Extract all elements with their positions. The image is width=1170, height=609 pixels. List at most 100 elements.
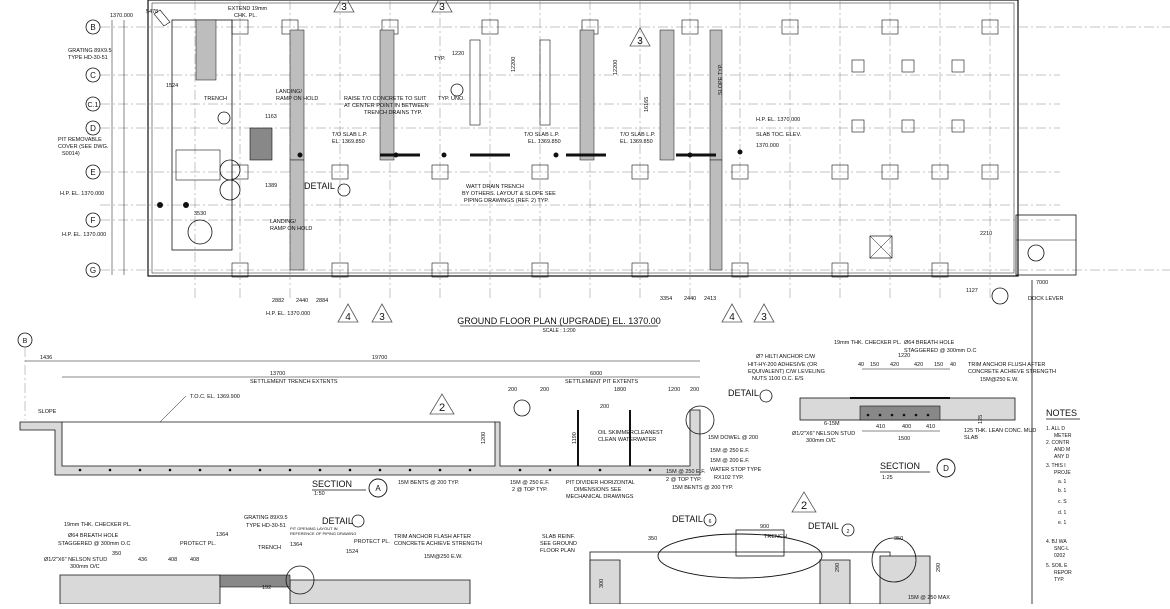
section-a: B 1436 19700 13700 SETTLEMENT TRENCH EXT…: [17, 332, 773, 500]
detail-mid-rev: 2: [801, 500, 807, 512]
note-line: b. 1: [1058, 488, 1067, 494]
note-tos-3: T/O SLAB L.P.: [620, 132, 656, 138]
column-pads: [231, 19, 999, 278]
revision-mark: 3: [637, 36, 643, 47]
notes-panel: NOTES 1. ALL D METER 2. CONTR AND M ANY …: [1031, 280, 1080, 604]
plan-annotations: EXTEND 19mm CHK. PL. 1370.000 GRATING 89…: [58, 6, 1063, 317]
note-raise-1: RAISE T/O CONCRETE TO SUIT: [344, 96, 427, 102]
note-tos-1b: EL. 1369.850: [332, 139, 365, 145]
revision-triangles: 4 3 4 3 3 3 3: [333, 0, 775, 323]
dim-2884: 2884: [316, 298, 328, 304]
detail-right-title: DETAIL: [808, 521, 839, 531]
note-line: 3. THIS I: [1046, 463, 1066, 469]
detail-right-labels: 350 290 15M @ 250 MAX: [894, 536, 950, 601]
detail-right-id: 2: [847, 529, 850, 535]
divider-label-3: MECHANICAL DRAWINGS: [566, 494, 634, 500]
cleanest-label-2: WATER: [637, 437, 656, 443]
dim-400: 400: [902, 424, 911, 430]
dim-408a: 408: [168, 557, 177, 563]
nelson-label: Ø1/2"X6" NELSON STUD: [792, 431, 855, 437]
dim-3530: 3530: [194, 211, 206, 217]
dim-16165: 16165: [644, 97, 650, 112]
grating-label-2: TYPE HD-30-51: [246, 523, 286, 529]
ef4-label: 15M @ 250 E.F.: [666, 469, 706, 475]
dim-2882: 2882: [272, 298, 284, 304]
section-a-bubble: [368, 478, 388, 498]
dim-1389: 1389: [265, 183, 277, 189]
section-a-rev: 2: [439, 402, 445, 414]
detail-mid-title: DETAIL: [672, 514, 703, 524]
note-slab-toc-2: 1370.000: [756, 143, 779, 149]
plan-scale: SCALE : 1:200: [542, 328, 575, 334]
note-chk-pl: CHK. PL.: [234, 13, 257, 19]
dim-2440b: 2440: [684, 296, 696, 302]
trim-label-2: CONCRETE ACHIEVE STRENGTH: [394, 541, 482, 547]
dim-290: 290: [936, 563, 942, 572]
dock-area: [869, 214, 1077, 276]
dim-12200: 12200: [511, 57, 517, 72]
section-a-concrete: [19, 409, 701, 476]
note-extend: EXTEND 19mm: [228, 6, 268, 12]
note-hp-4: H.P. EL. 1370.000: [756, 117, 800, 123]
note-hp-3: H.P. EL. 1370.000: [266, 311, 310, 317]
dim-1190: 1190: [572, 432, 578, 444]
grid-bubble-label: G: [90, 266, 96, 275]
dim-1163: 1163: [265, 114, 277, 120]
reinf-label: SLAB REINF.: [542, 534, 575, 540]
note-line: 4. BJ WA: [1046, 539, 1067, 545]
note-landing-top-2: RAMP ON HOLD: [276, 96, 318, 102]
revision-mark: 4: [345, 312, 351, 323]
note-tos-2: T/O SLAB L.P.: [524, 132, 560, 138]
hilti-label-2: HIT-HY-200 ADHESIVE (OR: [748, 362, 817, 368]
section-a-id: A: [375, 484, 381, 493]
breath-label: Ø64 BREATH HOLE: [904, 340, 955, 346]
revision-mark: 3: [341, 2, 347, 13]
settle-trench-label: SETTLEMENT TRENCH EXTENTS: [250, 379, 338, 385]
detail-circle: [685, 405, 715, 435]
dim-192: 192: [262, 585, 271, 591]
note-landing-top: LANDING/: [276, 89, 302, 95]
grating-label: GRATING 89X9.5: [244, 515, 288, 521]
section-a-dims: 1436 19700 13700 SETTLEMENT TRENCH EXTEN…: [25, 355, 700, 444]
note-grating: GRATING 89X9.5: [68, 48, 112, 54]
divider-label-2: DIMENSIONS SEE: [574, 487, 622, 493]
dim-200b: 200: [540, 387, 549, 393]
m6-label: 6-15M: [824, 421, 840, 427]
note-el-top: 1370.000: [110, 13, 133, 19]
note-line: e. 1: [1058, 520, 1067, 526]
bents1-label: 15M BENTS @ 200 TYP.: [398, 480, 460, 486]
nelson-label: Ø1/2"X6" NELSON STUD: [44, 557, 107, 563]
section-a-detail-label: DETAIL: [728, 388, 759, 398]
dim-1500: 1500: [898, 436, 910, 442]
dim-436: 436: [138, 557, 147, 563]
note-raise-3: TRENCH DRAINS TYP.: [364, 110, 423, 116]
note-line: TYP.: [1054, 577, 1064, 583]
bents2-label: 15M BENTS @ 200 TYP.: [672, 485, 734, 491]
dim-1220: 1220: [898, 353, 910, 359]
dim-1127: 1127: [966, 288, 978, 294]
note-trench: TRENCH: [204, 96, 227, 102]
oil-label-2: CLEAN WATER: [598, 437, 637, 443]
dim-350: 350: [894, 536, 903, 542]
note-line: METER: [1054, 433, 1072, 439]
note-line: c. S: [1058, 499, 1067, 505]
stop-label: WATER STOP TYPE: [710, 467, 762, 473]
dim-2413: 2413: [704, 296, 716, 302]
revision-mark: 3: [761, 312, 767, 323]
section-d-scale: 1:25: [882, 475, 893, 481]
dim-40: 40: [858, 362, 864, 368]
section-a-callout: [513, 399, 531, 417]
grid-bubble-label: B: [90, 23, 95, 32]
divider-label: PIT DIVIDER HORIZONTAL: [566, 480, 635, 486]
dim-420b: 420: [914, 362, 923, 368]
note-line: 2. CONTR: [1046, 440, 1070, 446]
ew-label: 15M@250 E.W.: [980, 377, 1019, 383]
detail-left-title: DETAIL: [322, 516, 353, 526]
note-hp-2: H.P. EL. 1370.000: [62, 232, 106, 238]
toc-label: T.O.C. EL. 1369.900: [190, 394, 240, 400]
note-line: REPOR: [1054, 570, 1072, 576]
plan-vertical-dims: 12200 12200 16165 SLOPE TYP.: [511, 57, 724, 112]
pit-area: [153, 9, 273, 251]
dim-7000: 7000: [1036, 280, 1048, 286]
